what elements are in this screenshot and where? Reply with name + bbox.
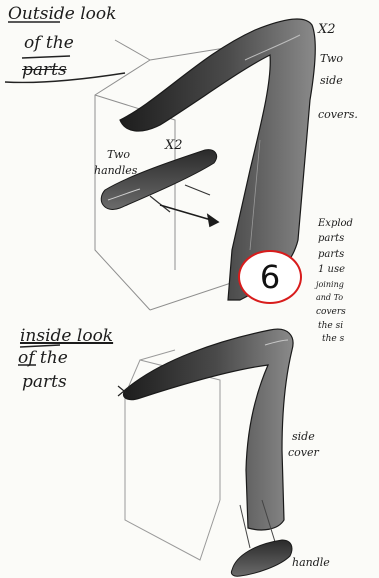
- assembly-arrow: [160, 205, 218, 226]
- inside-title-line1: inside look: [20, 326, 113, 346]
- exploded-note-line5: joining: [316, 280, 344, 289]
- inside-title-line2: of the: [18, 348, 68, 368]
- x2-top-label: X2: [318, 22, 336, 37]
- handles-line1: Two: [107, 148, 130, 161]
- step-number-badge: 6: [238, 250, 302, 304]
- exploded-note-line7: covers: [316, 307, 346, 317]
- outside-title-line1: Outside look: [8, 4, 116, 24]
- lower-side-cover: [123, 329, 293, 530]
- exploded-note-line9: the s: [322, 334, 344, 344]
- side-covers-line3: covers.: [318, 108, 358, 121]
- inside-title-line3: parts: [22, 372, 67, 392]
- exploded-note-line2: parts: [318, 233, 344, 244]
- handle-label: handle: [292, 556, 330, 569]
- exploded-note-line4: 1 use: [318, 264, 345, 275]
- exploded-note-line3: parts: [318, 249, 344, 260]
- exploded-note-line1: Explod: [318, 218, 353, 229]
- side-covers-line1: Two: [320, 52, 343, 65]
- exploded-note-line6: and To: [316, 293, 343, 302]
- outside-title-line3: parts: [22, 60, 67, 80]
- side-cover-label-line1: side: [292, 430, 315, 443]
- exploded-note-line8: the si: [318, 321, 343, 331]
- side-cover-label-line2: cover: [288, 446, 319, 459]
- side-covers-line2: side: [320, 74, 343, 87]
- x2-handles-label: X2: [165, 138, 183, 153]
- outside-title-line2: of the: [24, 33, 74, 53]
- handles-line2: handles: [94, 164, 137, 177]
